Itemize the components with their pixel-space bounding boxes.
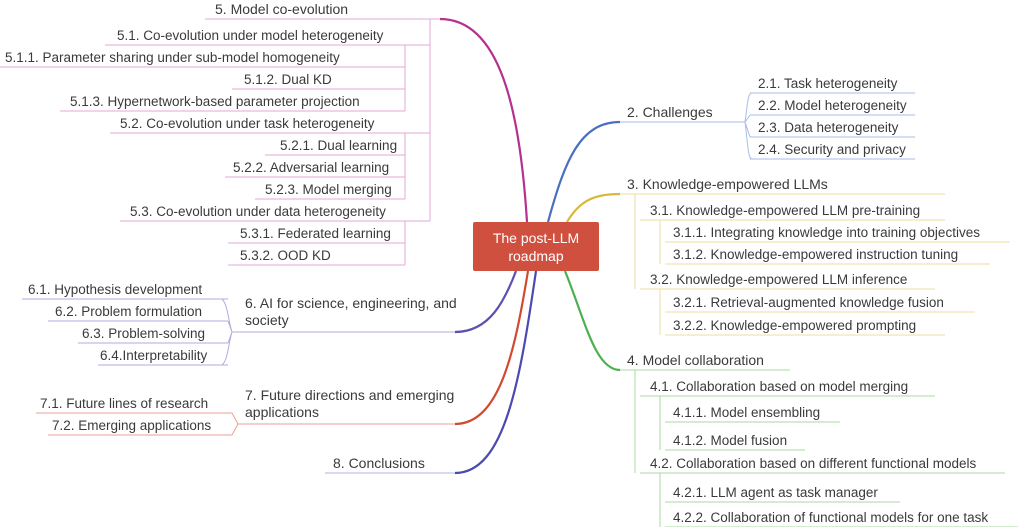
branch-3	[566, 192, 621, 223]
topic-s4[interactable]: 4. Model collaboration	[627, 352, 764, 368]
topic-s8[interactable]: 8. Conclusions	[333, 455, 425, 471]
bracket-2	[744, 92, 753, 160]
topic-s6-2[interactable]: 6.2. Problem formulation	[55, 304, 203, 319]
topic-s4-1-2[interactable]: 4.1.2. Model fusion	[673, 433, 788, 448]
branch-6	[454, 270, 518, 334]
topic-s3-2-2[interactable]: 3.2.2. Knowledge-empowered prompting	[673, 318, 917, 333]
root-node[interactable]: The post-LLM roadmap	[473, 222, 599, 271]
topic-s4-2-1[interactable]: 4.2.1. LLM agent as task manager	[673, 485, 878, 500]
topic-s4-2[interactable]: 4.2. Collaboration based on different fu…	[650, 456, 977, 471]
branch-7	[454, 270, 530, 426]
topic-s5-2-2[interactable]: 5.2.2. Adversarial learning	[233, 160, 390, 175]
topic-s7-2[interactable]: 7.2. Emerging applications	[52, 418, 212, 433]
topic-s2[interactable]: 2. Challenges	[627, 104, 713, 120]
branch-5	[439, 17, 529, 223]
topic-s7-1[interactable]: 7.1. Future lines of research	[40, 396, 209, 411]
topic-s5-2[interactable]: 5.2. Co-evolution under task heterogenei…	[120, 116, 375, 131]
topic-s3[interactable]: 3. Knowledge-empowered LLMs	[627, 176, 828, 192]
topic-s3-1[interactable]: 3.1. Knowledge-empowered LLM pre-trainin…	[650, 203, 921, 218]
bracket-6	[221, 298, 233, 366]
topic-s3-2-1[interactable]: 3.2.1. Retrieval-augmented knowledge fus…	[673, 295, 944, 310]
branch-2	[546, 120, 621, 223]
topic-s5-3-2[interactable]: 5.3.2. OOD KD	[240, 248, 331, 263]
bracket-7	[231, 412, 239, 436]
topic-s5[interactable]: 5. Model co-evolution	[215, 1, 349, 17]
branch-8	[454, 270, 538, 475]
topic-s5-1-1[interactable]: 5.1.1. Parameter sharing under sub-model…	[5, 50, 340, 65]
topic-s4-2-2[interactable]: 4.2.2. Collaboration of functional model…	[673, 510, 989, 525]
topic-s5-2-1[interactable]: 5.2.1. Dual learning	[280, 138, 398, 153]
topic-s5-2-3[interactable]: 5.2.3. Model merging	[265, 182, 392, 197]
topic-s2-1[interactable]: 2.1. Task heterogeneity	[758, 76, 898, 91]
topic-s4-1-1[interactable]: 4.1.1. Model ensembling	[673, 405, 821, 420]
topic-s3-1-1[interactable]: 3.1.1. Integrating knowledge into traini…	[673, 225, 980, 240]
topic-s6-1[interactable]: 6.1. Hypothesis development	[28, 282, 203, 297]
topic-s5-1[interactable]: 5.1. Co-evolution under model heterogene…	[117, 28, 384, 43]
topic-s5-1-3[interactable]: 5.1.3. Hypernetwork-based parameter proj…	[70, 94, 360, 109]
topic-s7[interactable]: 7. Future directions and emerging applic…	[245, 387, 455, 420]
topic-s5-3[interactable]: 5.3. Co-evolution under data heterogenei…	[130, 204, 386, 219]
topic-s2-4[interactable]: 2.4. Security and privacy	[758, 142, 906, 157]
topic-s5-3-1[interactable]: 5.3.1. Federated learning	[240, 226, 391, 241]
branch-4	[563, 270, 621, 372]
topic-s3-1-2[interactable]: 3.1.2. Knowledge-empowered instruction t…	[673, 247, 959, 262]
topic-s5-1-2[interactable]: 5.1.2. Dual KD	[244, 72, 332, 87]
topic-s3-2[interactable]: 3.2. Knowledge-empowered LLM inference	[650, 272, 908, 287]
topic-s6-4[interactable]: 6.4.Interpretability	[100, 348, 208, 363]
topic-s2-3[interactable]: 2.3. Data heterogeneity	[758, 120, 899, 135]
topic-s6-3[interactable]: 6.3. Problem-solving	[82, 326, 206, 341]
topic-s4-1[interactable]: 4.1. Collaboration based on model mergin…	[650, 379, 909, 394]
topic-s6[interactable]: 6. AI for science, engineering, and soci…	[245, 295, 457, 328]
root-label: The post-LLM roadmap	[492, 229, 580, 264]
topic-s2-2[interactable]: 2.2. Model heterogeneity	[758, 98, 907, 113]
